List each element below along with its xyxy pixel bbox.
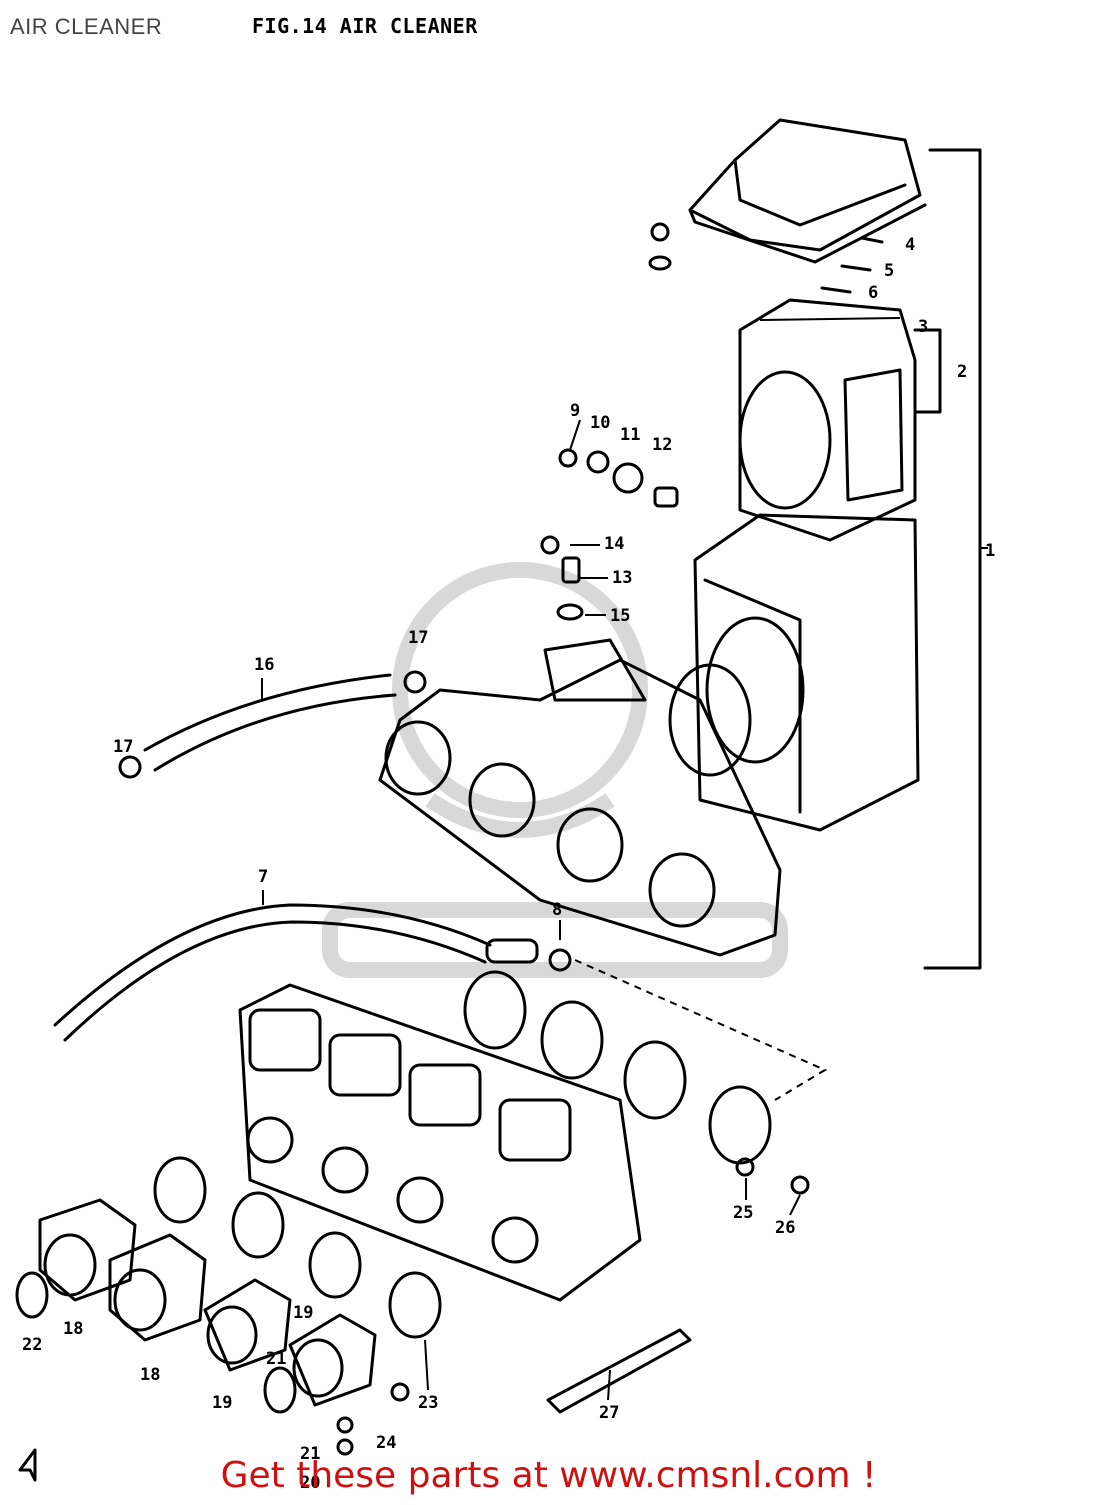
callout-19a: 19 [212,1393,232,1413]
footer-promo-link[interactable]: Get these parts at www.cmsnl.com ! [220,1455,877,1496]
callout-25: 25 [733,1203,753,1223]
callout-19b: 19 [293,1303,313,1323]
drain-hose [53,903,539,1042]
callout-13: 13 [612,568,632,588]
callout-6: 6 [868,283,878,303]
callout-23: 23 [418,1393,438,1413]
callout-7: 7 [258,867,268,887]
figure-title: FIG.14 AIR CLEANER [252,14,478,38]
callout-8: 8 [552,900,562,920]
callout-18b: 18 [140,1365,160,1385]
callout-17a: 17 [408,628,428,648]
air-cleaner-cover [688,118,927,264]
intake-chamber [378,658,782,957]
callout-21a: 21 [266,1349,286,1369]
callout-12: 12 [652,435,672,455]
callout-11: 11 [620,425,640,445]
callout-10: 10 [590,413,610,433]
callout-16: 16 [254,655,274,675]
callout-9: 9 [570,401,580,421]
callout-1: 1 [985,541,995,561]
intake-pipes [15,1198,377,1414]
callout-2: 2 [957,362,967,382]
callout-15: 15 [610,606,630,626]
leader-lines [261,419,801,1401]
front-arrow-icon [18,1448,37,1482]
air-cleaner-case [693,513,920,832]
callout-3: 3 [918,317,928,337]
callout-4: 4 [905,235,915,255]
cable-tie [546,1328,692,1414]
callout-17b: 17 [113,737,133,757]
hose-clamps-upper [463,959,828,1165]
callout-21b: 21 [300,1444,320,1464]
callout-5: 5 [884,261,894,281]
page-title: AIR CLEANER [10,14,163,39]
lower-bolts [336,1157,810,1456]
callout-labels: 1 2 3 4 5 6 7 8 9 10 11 12 13 14 15 16 1… [22,235,995,1493]
callout-24: 24 [376,1433,396,1453]
hardware-parts [540,222,884,972]
callout-27: 27 [599,1403,619,1423]
callout-14: 14 [604,534,624,554]
filter-element [738,298,917,542]
callout-18a: 18 [63,1319,83,1339]
callout-26: 26 [775,1218,795,1238]
assembly-bracket [913,148,988,970]
callout-20: 20 [300,1473,320,1493]
carburetor-assembly [238,983,642,1302]
hose-clamps-lower [153,1156,442,1339]
breather-hose [118,670,427,779]
callout-22: 22 [22,1335,42,1355]
